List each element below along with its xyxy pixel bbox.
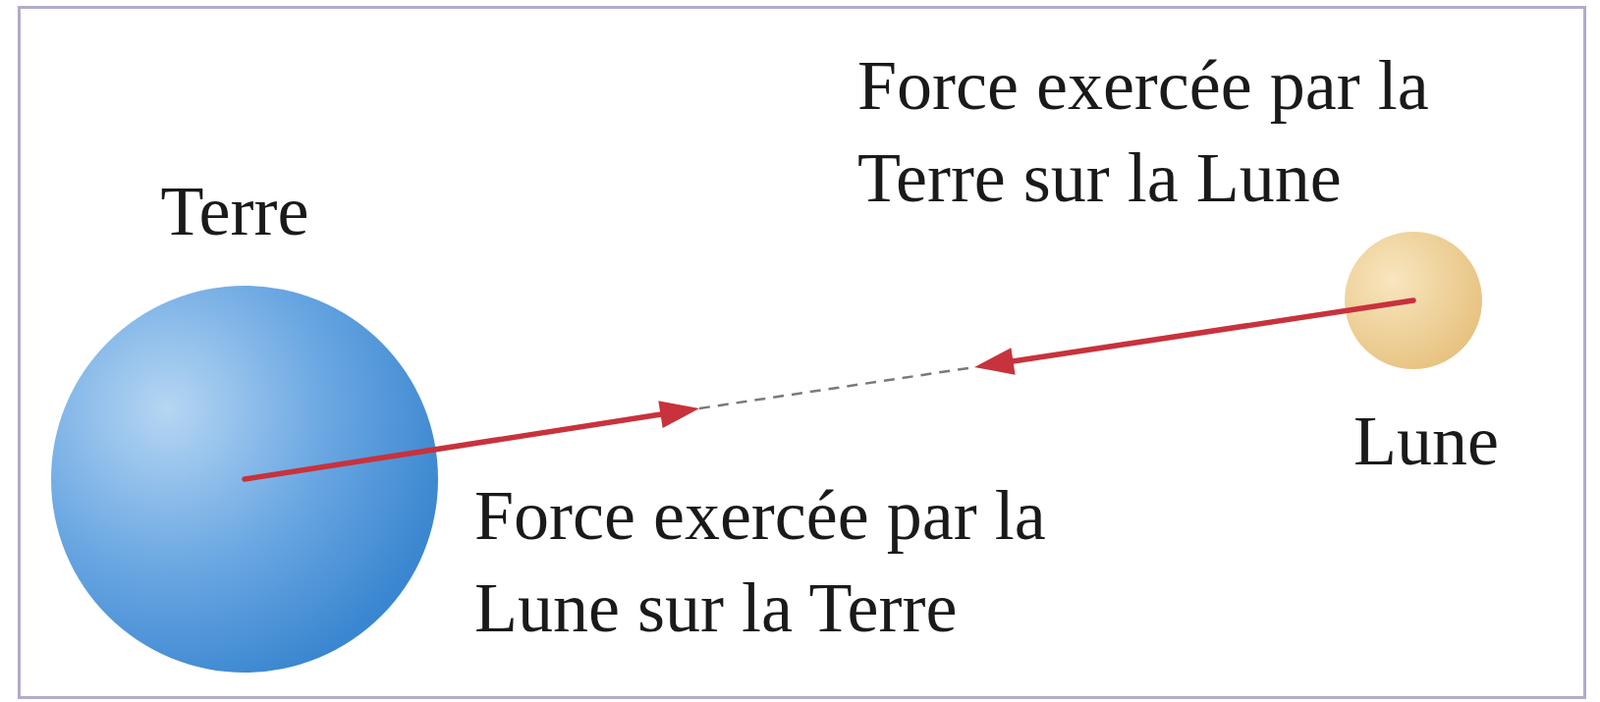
planet-outline <box>51 285 439 673</box>
planet-disc <box>1344 231 1483 370</box>
force-label: Force exercée par la Lune sur la Terre <box>474 469 1162 655</box>
dashed-line <box>699 367 975 409</box>
planet-name: Terre <box>161 165 310 258</box>
planet-disc <box>51 285 439 673</box>
moon-circle: Lune <box>1344 231 1483 370</box>
force-label: Force exercée par la Terre sur la Lune <box>857 39 1545 224</box>
force-arrow-head <box>974 347 1016 376</box>
earth-circle: Terre <box>51 285 439 673</box>
force-arrow-head <box>658 400 700 429</box>
planet-name: Lune <box>1353 394 1499 488</box>
planet-outline <box>1344 231 1483 370</box>
